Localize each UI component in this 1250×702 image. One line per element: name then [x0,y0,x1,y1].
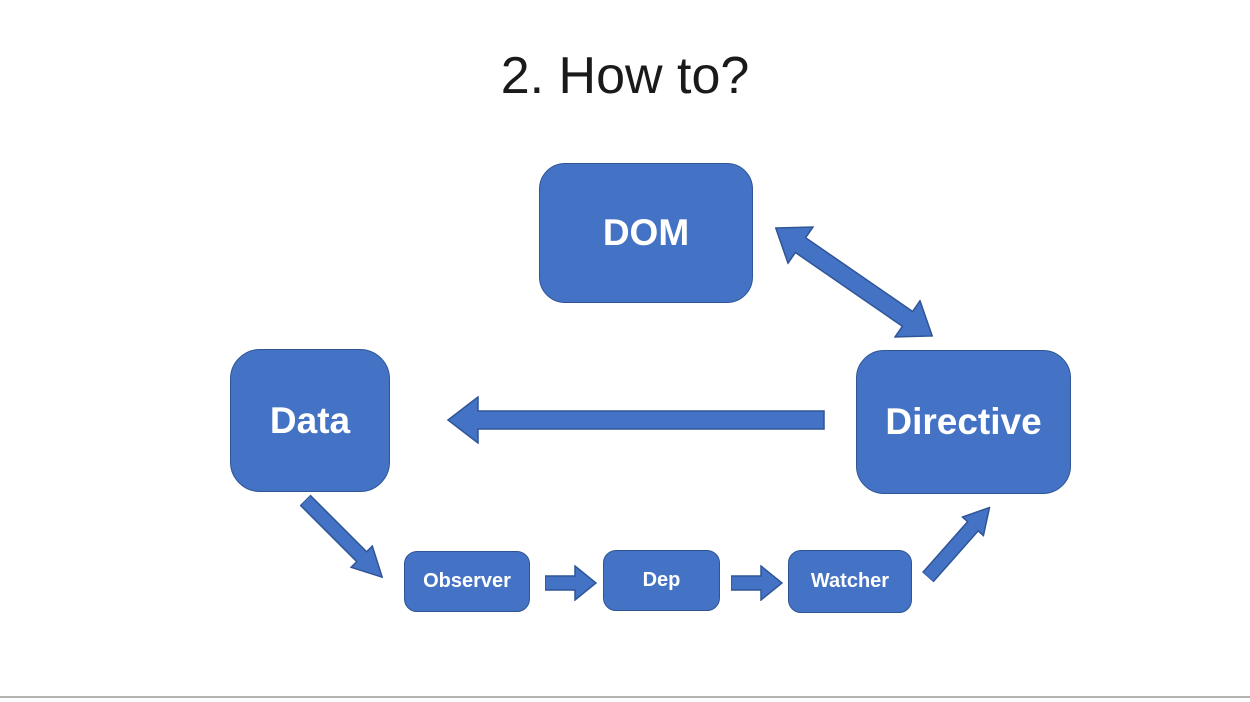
node-data-label: Data [269,399,351,441]
node-directive-label: Directive [885,401,1042,442]
arrow-directive-to-data-icon [446,396,826,444]
slide-title: 2. How to? [500,47,750,105]
node-dom-label: DOM [602,212,690,253]
node-dep: Dep [603,550,720,611]
arrow-watcher-to-directive-icon [917,497,1002,587]
arrow-dep-to-watcher-icon [731,565,783,601]
node-dom: DOM [539,163,753,303]
arrow-dom-directive-bidirectional-icon [762,209,946,356]
node-directive: Directive [856,350,1071,494]
arrow-observer-to-dep-icon [545,565,597,601]
node-observer: Observer [404,551,530,612]
node-dep-label: Dep [642,569,681,591]
slide-bottom-divider [0,696,1250,698]
node-watcher: Watcher [788,550,912,613]
arrow-data-to-observer-icon [294,489,394,589]
node-observer-label: Observer [423,570,511,592]
node-data: Data [230,349,390,492]
node-watcher-label: Watcher [810,570,890,592]
